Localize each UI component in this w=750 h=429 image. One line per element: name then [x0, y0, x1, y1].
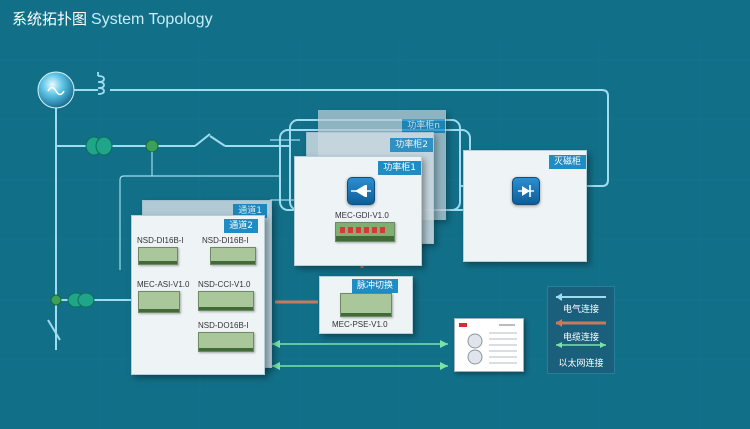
module-label-di16b-b: NSD-DI16B-I: [202, 236, 249, 245]
thyristor-icon: [347, 177, 375, 205]
pulse-board-label: MEC-PSE-V1.0: [332, 320, 388, 329]
power-cabinet-1[interactable]: 功率柜1 MEC-GDI-V1.0: [294, 156, 422, 266]
power-cabinet-1-tag: 功率柜1: [378, 161, 421, 175]
excitation-cabinet[interactable]: 灭磁柜: [463, 150, 587, 262]
channel-1-tag: 通道1: [233, 204, 267, 218]
hmi-monitor[interactable]: [454, 318, 524, 372]
title-zh: 系统拓扑图: [12, 10, 88, 28]
channel-2-tag: 通道2: [224, 219, 258, 233]
legend-electrical: 电气连接: [562, 305, 599, 315]
pulse-switch-tag: 脉冲切换: [351, 279, 398, 293]
channel-2-panel[interactable]: 通道2 NSD-DI16B-I NSD-DI16B-I MEC-ASI-V1.0…: [131, 215, 265, 375]
module-di16b-a[interactable]: [138, 247, 178, 265]
module-do16b[interactable]: [198, 332, 254, 352]
junction-node-icon: [50, 294, 62, 306]
module-cci[interactable]: [198, 291, 254, 311]
transformer-icon: [97, 72, 105, 95]
legend-ethernet: 以太网连接: [558, 359, 604, 369]
current-transformer-icon: [85, 136, 113, 156]
power-cabinet-2-tag: 功率柜2: [390, 138, 433, 152]
ac-source-icon: [37, 71, 75, 109]
power-cabinet-n-tag: 功率柜n: [402, 119, 445, 133]
hmi-screen-icon: [459, 323, 517, 365]
legend: 电气连接 电缆连接 以太网连接: [547, 286, 615, 374]
excitation-cabinet-tag: 灭磁柜: [548, 155, 586, 169]
ethernet-link: [272, 340, 448, 370]
legend-cable: 电缆连接: [562, 333, 599, 343]
module-di16b-b[interactable]: [210, 247, 256, 265]
gdi-board-label: MEC-GDI-V1.0: [335, 211, 389, 220]
pulse-board[interactable]: [340, 293, 392, 317]
gdi-board[interactable]: [335, 222, 395, 242]
module-label-asi: MEC-ASI-V1.0: [137, 280, 190, 289]
breaker-icon: [194, 133, 211, 147]
current-transformer-icon: [67, 292, 95, 308]
title-en: System Topology: [91, 11, 213, 28]
junction-node-icon: [145, 139, 159, 153]
module-label-cci: NSD-CCI-V1.0: [198, 280, 251, 289]
module-label-do16b: NSD-DO16B-I: [198, 321, 249, 330]
pulse-switch-panel[interactable]: 脉冲切换 MEC-PSE-V1.0: [319, 276, 413, 334]
module-asi[interactable]: [138, 291, 180, 313]
module-label-di16b-a: NSD-DI16B-I: [137, 236, 184, 245]
demagnetization-icon: [512, 177, 540, 205]
